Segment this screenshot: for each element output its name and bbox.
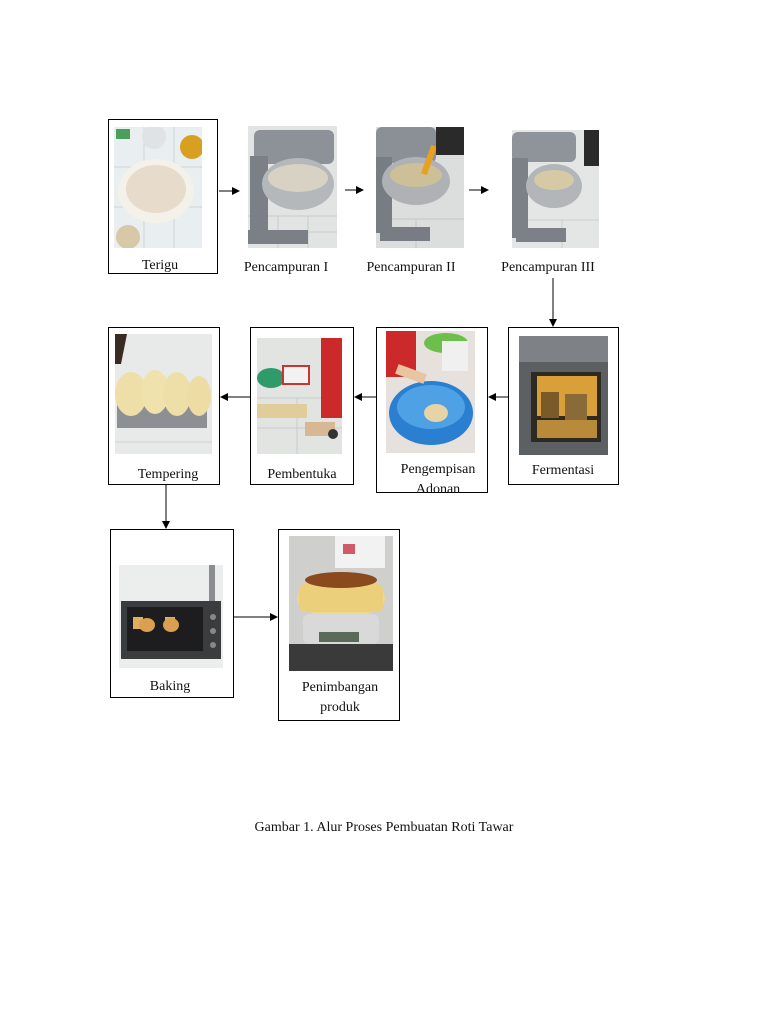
photo-shaping bbox=[257, 338, 342, 454]
photo-weighing-scale bbox=[289, 536, 393, 671]
photo-mixer-1 bbox=[248, 126, 337, 248]
photo-mixer-2 bbox=[376, 127, 464, 248]
photo-dough-in-pan bbox=[115, 334, 212, 454]
step-pembentuka-label: Pembentuka bbox=[267, 467, 337, 482]
photo-oven bbox=[119, 565, 223, 668]
figure-caption: Gambar 1. Alur Proses Pembuatan Roti Taw… bbox=[254, 820, 514, 835]
step-pencampuran-1-label: Pencampuran I bbox=[243, 260, 329, 275]
photo-proofer bbox=[519, 336, 608, 455]
step-pencampuran-3-label: Pencampuran III bbox=[501, 260, 595, 275]
photo-flour-bowl bbox=[114, 127, 202, 248]
step-tempering-label: Tempering bbox=[137, 467, 199, 482]
photo-mixer-3 bbox=[512, 130, 599, 248]
step-pencampuran-2-label: Pencampuran II bbox=[366, 260, 456, 275]
step-baking-label: Baking bbox=[149, 679, 191, 694]
photo-kneading bbox=[386, 331, 475, 453]
step-penimbangan-label: Penimbangan produk bbox=[301, 680, 379, 715]
step-pengempisan-label: Pengempisan Adonan bbox=[400, 462, 476, 493]
step-fermentasi-label: Fermentasi bbox=[531, 463, 595, 478]
step-terigu-label: Terigu bbox=[141, 258, 179, 273]
